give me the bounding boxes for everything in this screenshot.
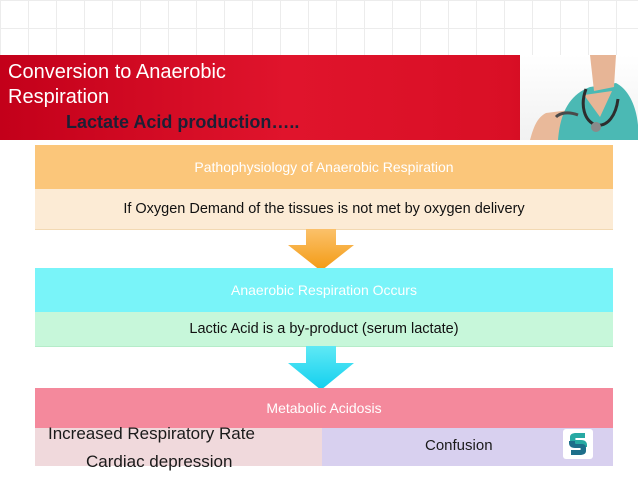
stage3-heading: Metabolic Acidosis — [35, 388, 613, 428]
outcome-left-cell — [35, 428, 322, 466]
stage1-heading: Pathophysiology of Anaerobic Respiration — [35, 145, 613, 189]
down-arrow-orange-icon — [288, 229, 354, 271]
outcome-confusion: Confusion — [425, 437, 493, 454]
nurse-photo — [520, 55, 638, 140]
slide-title-line2: Respiration — [8, 86, 110, 108]
background-grid — [0, 0, 638, 55]
stage2-body: Lactic Acid is a by-product (serum lacta… — [35, 312, 613, 347]
down-arrow-cyan-icon — [288, 346, 354, 390]
nurse-illustration — [530, 55, 638, 140]
outcome-cardiac-depression: Cardiac depression — [86, 452, 233, 471]
slide-subtitle: Lactate Acid production….. — [66, 112, 300, 132]
slide-title-line1: Conversion to Anaerobic — [8, 61, 226, 83]
slideshare-logo-icon — [563, 429, 593, 459]
outcome-respiratory-rate: Increased Respiratory Rate — [48, 424, 255, 443]
stage1-body: If Oxygen Demand of the tissues is not m… — [35, 189, 613, 230]
stage2-heading: Anaerobic Respiration Occurs — [35, 268, 613, 312]
